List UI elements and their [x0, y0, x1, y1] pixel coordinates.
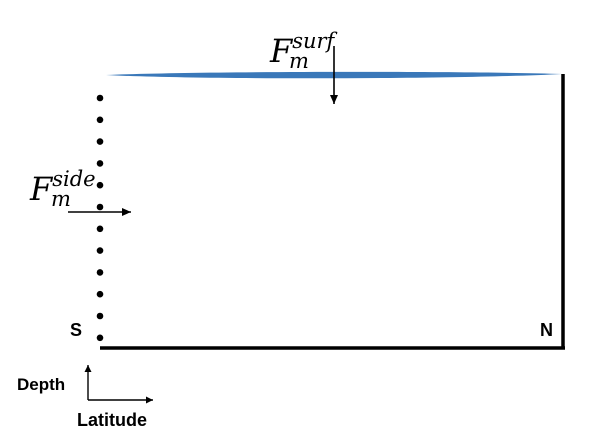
boundary-dot [96, 225, 104, 233]
surface-flux-label: Fsurf [269, 29, 338, 70]
boundary-dot [96, 94, 104, 102]
latitude-label: Latitude [77, 410, 147, 430]
boundary-dot [96, 269, 104, 276]
side-flux-label: Fside [29, 167, 96, 208]
boundary-dot [96, 290, 104, 298]
depth-label: Depth [17, 375, 65, 394]
boundary-dot [96, 203, 104, 211]
boundary-dot [96, 138, 104, 145]
boundary-dot [96, 160, 104, 167]
boundary-dot [96, 312, 104, 320]
boundary-dot [96, 181, 104, 189]
boundary-dot [96, 116, 104, 124]
south-open-boundary [96, 94, 104, 342]
surface-flux-subscript: m [289, 49, 309, 73]
south-label: S [70, 320, 82, 340]
boundary-dot [96, 247, 104, 254]
boundary-dot [96, 334, 104, 342]
side-flux-subscript: m [51, 187, 71, 211]
north-label: N [540, 320, 553, 340]
